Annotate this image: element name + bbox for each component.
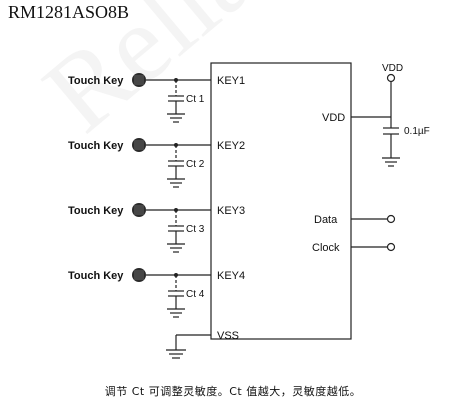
touch-key-label: Touch Key bbox=[68, 205, 124, 217]
vss-pin-label: VSS bbox=[217, 330, 239, 342]
clock-pin-label: Clock bbox=[312, 242, 340, 254]
touch-key-label: Touch Key bbox=[68, 75, 124, 87]
touch-key-label: Touch Key bbox=[68, 140, 124, 152]
vdd-supply-terminal bbox=[386, 73, 396, 83]
part-number-heading: RM1281ASO8B bbox=[8, 2, 130, 22]
key-row-4: Touch Key Ct 4 KEY4 bbox=[68, 268, 245, 318]
decoupling-cap-label: 0.1µF bbox=[404, 126, 430, 137]
ic-body bbox=[210, 62, 352, 340]
key-row-2: Touch Key Ct 2 KEY2 bbox=[68, 138, 245, 188]
key-row-3: Touch Key Ct 3 KEY3 bbox=[68, 203, 245, 253]
key-pin-label: KEY3 bbox=[217, 205, 245, 217]
supply-label: VDD bbox=[382, 63, 403, 74]
key-pin-label: KEY2 bbox=[217, 140, 245, 152]
data-terminal bbox=[386, 214, 396, 224]
vdd-pin-label: VDD bbox=[322, 112, 345, 124]
key-pin-label: KEY4 bbox=[217, 270, 245, 282]
data-pin-label: Data bbox=[314, 214, 338, 226]
key-row-1: Touch Key Ct 1 KEY1 bbox=[68, 73, 245, 123]
key-pin-label: KEY1 bbox=[217, 75, 245, 87]
clock-terminal bbox=[386, 242, 396, 252]
diagram-caption: 调节 Ct 可调整灵敏度。Ct 值越大，灵敏度越低。 bbox=[104, 385, 362, 398]
cap-label: Ct 2 bbox=[186, 159, 205, 170]
cap-label: Ct 4 bbox=[186, 289, 205, 300]
touch-key-label: Touch Key bbox=[68, 270, 124, 282]
cap-label: Ct 1 bbox=[186, 94, 205, 105]
cap-label: Ct 3 bbox=[186, 224, 205, 235]
